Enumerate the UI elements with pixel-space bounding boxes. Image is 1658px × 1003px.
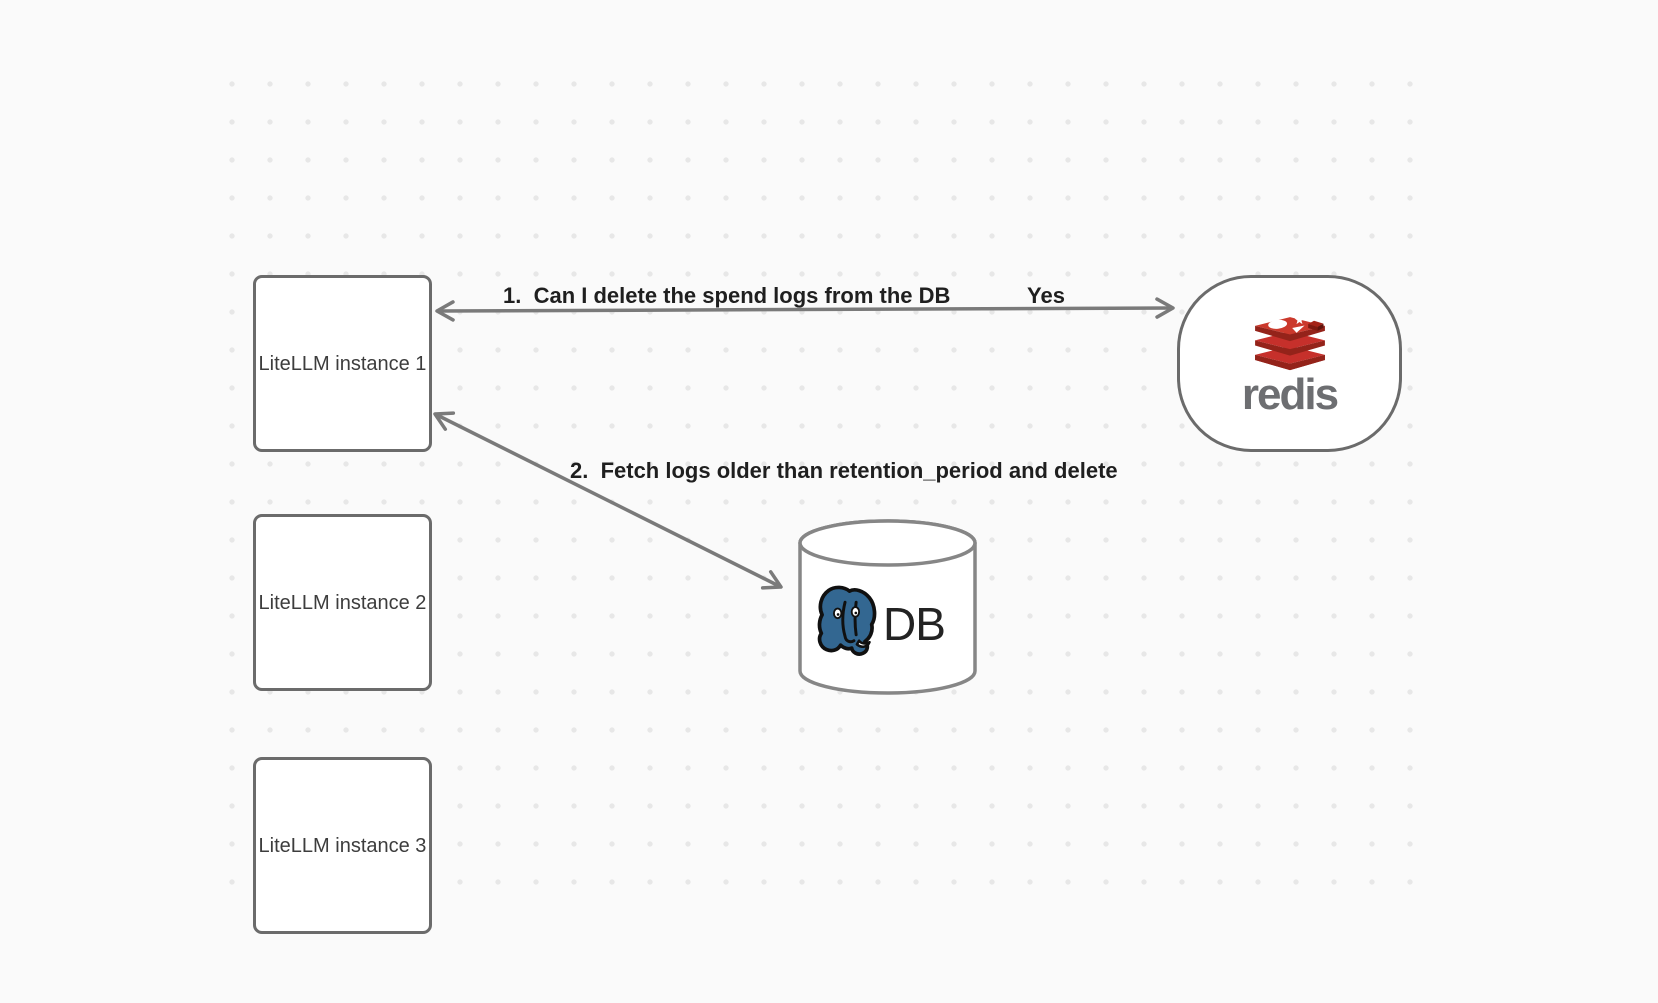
database-cylinder xyxy=(798,519,977,695)
edge1-response-label: Yes xyxy=(1027,283,1065,308)
node-litellm-instance-1: LiteLLM instance 1 xyxy=(253,275,432,452)
redis-wordmark: redis xyxy=(1241,369,1339,419)
node-redis: redis xyxy=(1177,275,1402,452)
node-litellm-instance-2-label: LiteLLM instance 2 xyxy=(258,591,427,614)
node-litellm-instance-3: LiteLLM instance 3 xyxy=(253,757,432,934)
node-litellm-instance-1-label: LiteLLM instance 1 xyxy=(258,352,427,375)
edge2-label: 2. Fetch logs older than retention_perio… xyxy=(570,458,1118,483)
redis-logo-icon xyxy=(1254,314,1325,370)
node-litellm-instance-3-label: LiteLLM instance 3 xyxy=(258,834,427,857)
edge1-label: 1. Can I delete the spend logs from the … xyxy=(503,283,951,308)
db-node-label: DB xyxy=(883,598,946,650)
arrow-instance1-redis xyxy=(435,297,1175,322)
arrow-instance1-db xyxy=(433,411,783,590)
node-litellm-instance-2: LiteLLM instance 2 xyxy=(253,514,432,691)
postgresql-elephant-icon xyxy=(817,585,877,656)
